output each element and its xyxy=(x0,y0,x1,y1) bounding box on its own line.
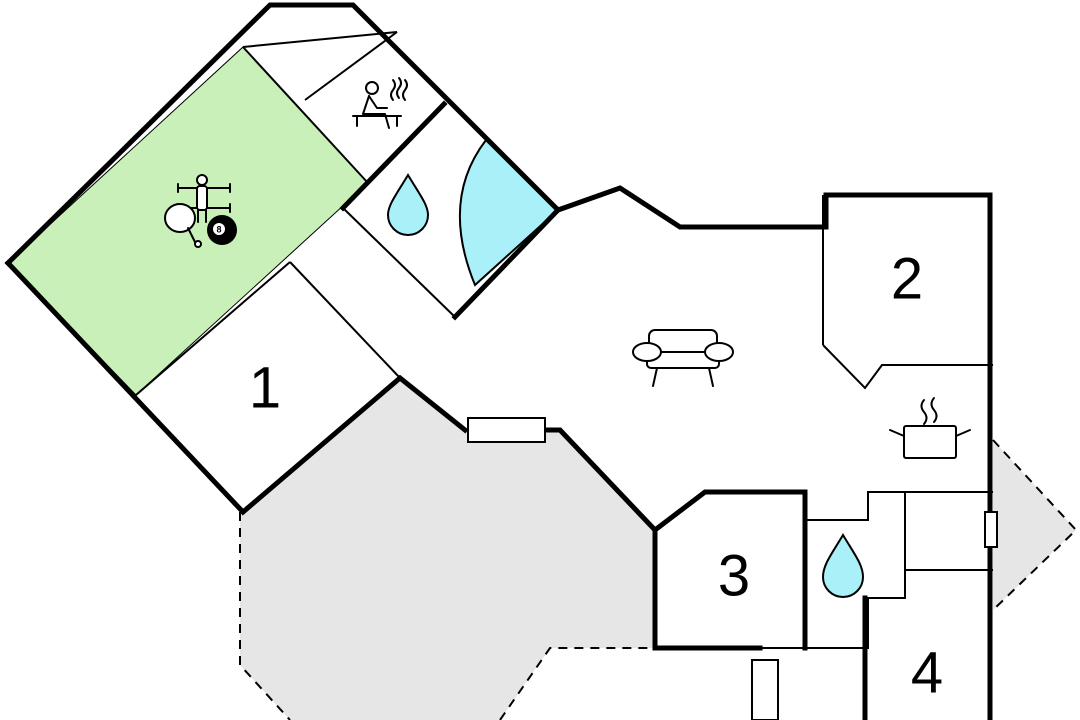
water-drop-icon xyxy=(386,173,430,236)
billiard-ball-number: 8 xyxy=(216,224,221,234)
cooking-pot-icon xyxy=(889,397,971,459)
room-label-4: 4 xyxy=(911,640,943,705)
sauna-icon xyxy=(352,77,408,129)
pool-water xyxy=(458,138,560,287)
door-lower xyxy=(751,659,779,720)
window-living xyxy=(467,417,546,443)
room-label-1: 1 xyxy=(249,355,281,420)
room-label-2: 2 xyxy=(891,246,923,311)
table-tennis-icon xyxy=(164,203,202,248)
terrace-left-edge xyxy=(239,512,655,720)
terrace-right xyxy=(993,440,1076,610)
terrace-left xyxy=(240,378,655,720)
windows xyxy=(467,417,998,720)
window-bathroom xyxy=(984,511,998,548)
sofa-icon xyxy=(632,329,734,387)
exterior-walls xyxy=(4,2,993,720)
room-label-3: 3 xyxy=(718,543,750,608)
terrace-right-edge xyxy=(992,439,1078,611)
billiard-ball-icon: 8 xyxy=(207,215,237,245)
water-drop-icon xyxy=(821,533,865,598)
interior-walls xyxy=(135,31,993,649)
terrace-areas xyxy=(239,378,1078,720)
